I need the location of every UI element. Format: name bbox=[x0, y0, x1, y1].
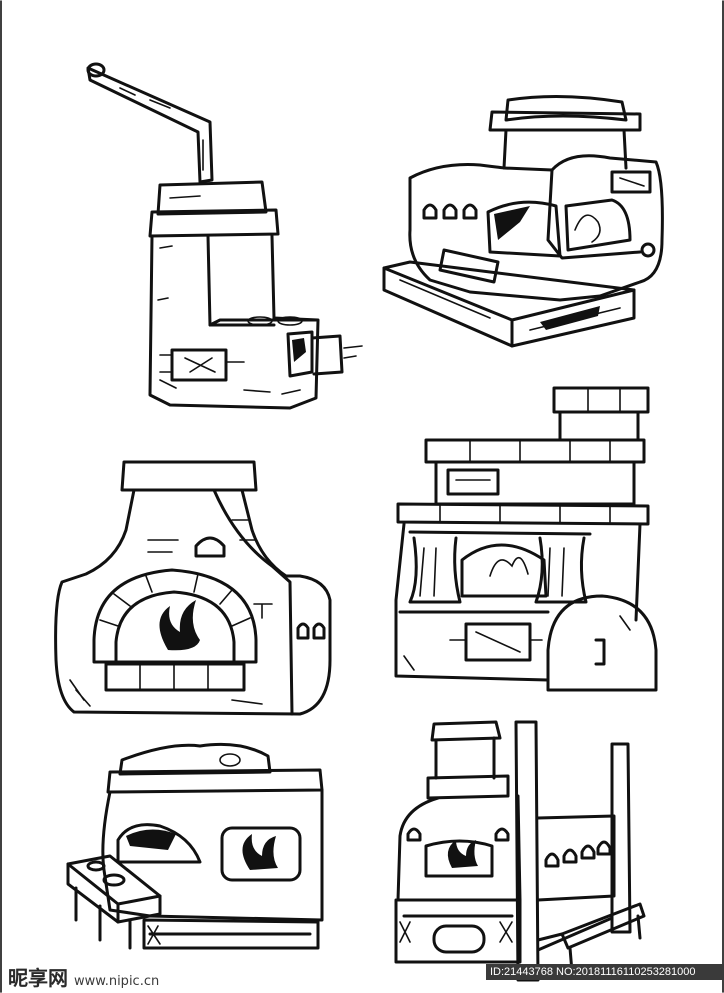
stove-with-chimney-pipe bbox=[86, 62, 363, 410]
stove-on-plinth bbox=[382, 94, 664, 348]
arched-brick-oven bbox=[54, 460, 332, 716]
tall-stove-with-bench bbox=[394, 720, 646, 982]
watermark-site-url: www.nipic.cn bbox=[74, 974, 160, 989]
watermark-id: ID:21443768 NO:20181116110253281000 bbox=[486, 964, 724, 980]
curtained-tiled-stove bbox=[394, 386, 658, 692]
watermark-logo-text: 昵享网 bbox=[8, 966, 68, 990]
watermark-logo: 昵享网 www.nipic.cn bbox=[8, 962, 159, 991]
low-stove-with-bench bbox=[66, 742, 324, 950]
